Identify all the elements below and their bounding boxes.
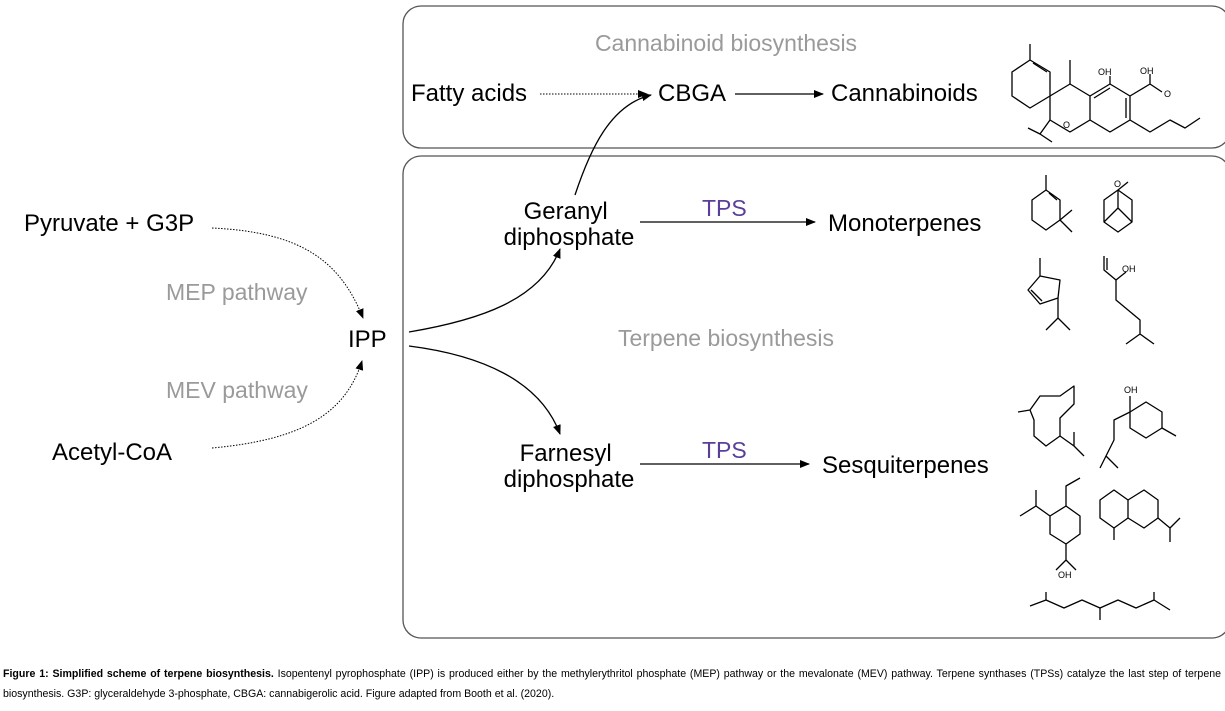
pyruvate-g3p-node: Pyruvate + G3P xyxy=(24,210,194,237)
pyruvate-to-ipp-arrow xyxy=(211,227,364,319)
geranyl-line-2: diphosphate xyxy=(504,224,635,251)
caption-title: Figure 1: Simplified scheme of terpene b… xyxy=(3,668,274,680)
thc-oh-label: OH xyxy=(1098,67,1112,77)
geranyl-line-1: Geranyl xyxy=(524,198,608,225)
tps-monoterpene-label: TPS xyxy=(702,195,747,221)
cannabinoid-region-box xyxy=(402,5,1225,149)
ring-o-label: O xyxy=(1063,120,1070,130)
farnesyl-line-2: diphosphate xyxy=(504,466,635,493)
mep-pathway-label: MEP pathway xyxy=(166,279,308,305)
cannabinoids-node: Cannabinoids xyxy=(831,80,978,107)
sabinene-structure xyxy=(1027,258,1071,331)
bisabolol-oh-label: OH xyxy=(1124,385,1138,395)
linalool-oh-label: OH xyxy=(1122,264,1136,274)
monoterpenes-node: Monoterpenes xyxy=(828,210,981,237)
farnesene-structure xyxy=(1029,592,1171,620)
farnesyl-diphosphate-node: Farnesyl diphosphate xyxy=(504,440,635,493)
pinene-structure xyxy=(1031,175,1073,233)
ipp-node: IPP xyxy=(348,326,387,353)
fatty-acids-node: Fatty acids xyxy=(411,80,527,107)
camphor-o-label: O xyxy=(1114,179,1121,189)
sesquiterpenes-node: Sesquiterpenes xyxy=(822,452,989,479)
acetyl-to-ipp-arrow xyxy=(211,360,364,449)
terpene-region-title: Terpene biosynthesis xyxy=(618,325,834,351)
bisabolol-structure: OH xyxy=(1099,385,1177,469)
cannabinoid-region-title: Cannabinoid biosynthesis xyxy=(595,30,857,56)
figure-caption: Figure 1: Simplified scheme of terpene b… xyxy=(3,664,1221,704)
farnesyl-line-1: Farnesyl xyxy=(520,440,612,467)
caryophyllene-structure xyxy=(1017,385,1085,457)
cbga-oh-label: OH xyxy=(1140,66,1154,76)
geranyl-diphosphate-node: Geranyl diphosphate xyxy=(504,198,635,251)
terpene-biosynthesis-diagram: Cannabinoid biosynthesis Terpene biosynt… xyxy=(24,5,1225,639)
linalool-structure: OH xyxy=(1103,256,1155,345)
mev-pathway-label: MEV pathway xyxy=(166,377,308,403)
terpene-region-box xyxy=(402,155,1225,639)
caption-body: Isopentenyl pyrophosphate (IPP) is produ… xyxy=(3,668,1221,700)
carboxyl-o-label: O xyxy=(1164,89,1171,99)
tps-sesquiterpene-label: TPS xyxy=(702,437,747,463)
elemol-structure: OH xyxy=(1019,477,1081,580)
selinene-structure xyxy=(1099,489,1181,542)
ipp-to-farnesyl-arrow xyxy=(408,345,561,435)
camphor-structure: O xyxy=(1103,179,1133,233)
geranyl-to-cbga-arrow xyxy=(574,93,652,196)
cbga-node: CBGA xyxy=(658,80,726,107)
eudesmol-oh-label: OH xyxy=(1058,570,1072,580)
acetyl-coa-node: Acetyl-CoA xyxy=(52,439,172,466)
ipp-to-geranyl-arrow xyxy=(408,248,561,333)
cannabinoid-structure: OH OH O O xyxy=(1011,44,1201,143)
